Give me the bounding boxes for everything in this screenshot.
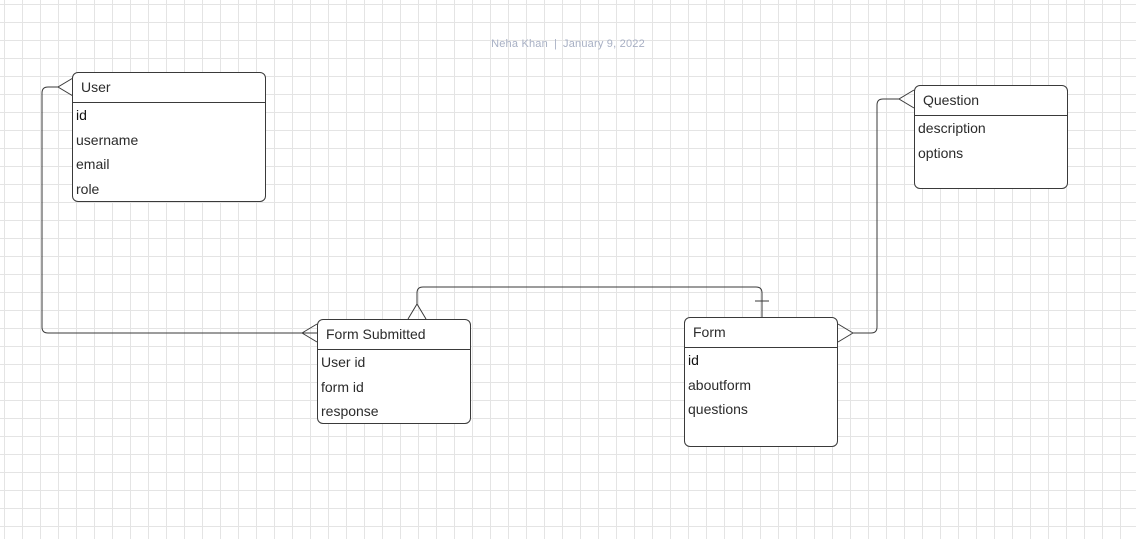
field-form-id: form id xyxy=(321,378,364,395)
field-id: id xyxy=(688,352,699,368)
entity-fields: id username email role xyxy=(73,103,265,201)
field-role: role xyxy=(76,180,100,197)
entity-title: Form xyxy=(685,318,837,348)
connector-user-formsubmitted[interactable] xyxy=(41,86,317,334)
meta-separator: | xyxy=(553,38,557,50)
entity-fields: User id form id response xyxy=(318,350,470,424)
crowfoot-form-right-end xyxy=(837,323,854,343)
entity-form[interactable]: Form id aboutform questions xyxy=(684,317,838,447)
field-questions: questions xyxy=(688,401,748,417)
crowfoot-question-end xyxy=(898,89,915,109)
field-user-id: User id xyxy=(321,354,366,370)
field-options: options xyxy=(918,144,964,161)
field-response: response xyxy=(321,403,379,419)
connector-question-form[interactable] xyxy=(853,98,899,334)
entity-question[interactable]: Question description options xyxy=(914,85,1068,189)
entity-form-submitted[interactable]: Form Submitted User id form id response xyxy=(317,319,471,424)
diagram-date: January 9, 2022 xyxy=(563,38,645,50)
field-username: username xyxy=(76,131,139,148)
author-name: Neha Khan xyxy=(491,38,548,50)
diagram-author-date: Neha Khan | January 9, 2022 xyxy=(0,38,1136,50)
entity-fields: description options xyxy=(915,116,1067,165)
entity-title: Question xyxy=(915,86,1067,116)
connector-form-formsubmitted[interactable] xyxy=(416,286,763,317)
crowfoot-formsubmitted-top-end xyxy=(407,303,427,320)
entity-user[interactable]: User id username email role xyxy=(72,72,266,202)
entity-title: Form Submitted xyxy=(318,320,470,350)
field-description: description xyxy=(918,120,986,136)
field-aboutform: aboutform xyxy=(688,376,752,393)
field-email: email xyxy=(76,156,110,172)
entity-title: User xyxy=(73,73,265,103)
field-id: id xyxy=(76,107,87,123)
crowfoot-formsubmitted-left-end xyxy=(301,323,318,343)
entity-fields: id aboutform questions xyxy=(685,348,837,422)
crowfoot-user-end xyxy=(57,77,74,97)
